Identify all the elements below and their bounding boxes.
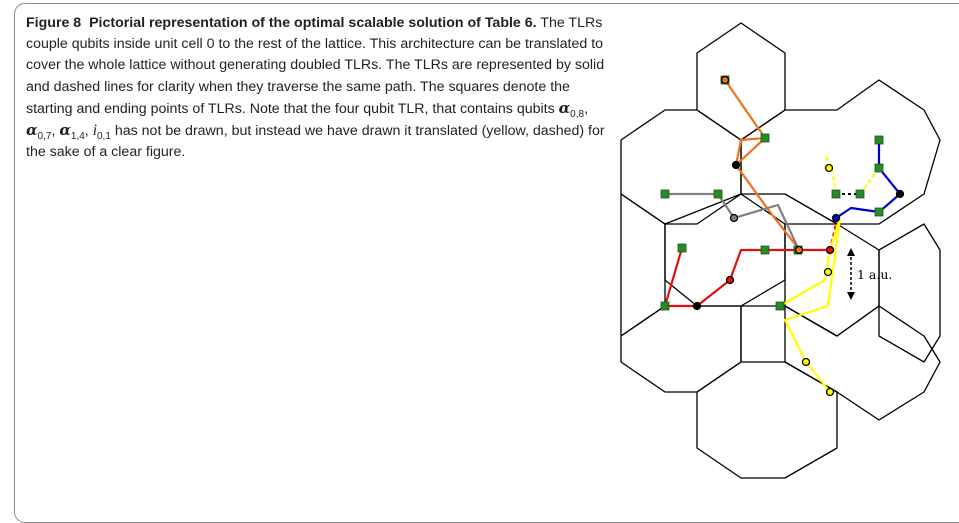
qubit-alpha-07: α0,7	[26, 121, 52, 142]
figure-caption: Figure 8 Pictorial representation of the…	[26, 15, 605, 161]
circle-marker	[692, 301, 702, 311]
hexagon-upper-right	[740, 79, 941, 225]
square-marker	[660, 189, 670, 199]
tlr-yellow-dash	[824, 154, 838, 195]
square-marker	[775, 301, 785, 311]
circle-marker	[720, 75, 730, 85]
square-marker	[874, 207, 884, 217]
square-marker	[874, 163, 884, 173]
circle-marker	[895, 189, 905, 199]
circle-marker	[731, 160, 741, 170]
circle-marker	[823, 267, 833, 277]
hexagon-left	[620, 193, 666, 337]
tlr-paths	[663, 79, 902, 393]
circle-marker	[825, 387, 835, 397]
tlr-red	[663, 247, 830, 308]
tlr-orange-2	[734, 136, 766, 166]
circle-marker	[725, 275, 735, 285]
circle-marker	[729, 213, 739, 223]
circle-marker	[831, 213, 841, 223]
hexagon-top	[696, 22, 786, 141]
circle-marker	[801, 357, 811, 367]
tlr-yellow	[779, 216, 842, 393]
arrow-head-up	[847, 248, 855, 256]
square-marker	[677, 243, 687, 253]
figure-label: Figure 8	[26, 15, 82, 31]
hexagon-far-right	[878, 223, 941, 363]
qubit-alpha-14: α1,4	[59, 121, 85, 142]
hexagon-lattice	[620, 22, 941, 479]
square-marker	[760, 133, 770, 143]
square-marker	[831, 189, 841, 199]
caption-body-end: has not be drawn, but instead we have dr…	[26, 123, 605, 161]
figure-title: Pictorial representation of the optimal …	[89, 15, 537, 31]
square-marker	[760, 245, 770, 255]
square-marker	[874, 135, 884, 145]
circle-marker	[825, 245, 835, 255]
qubit-alpha-08: α0,8	[558, 98, 585, 120]
arrow-head-down	[847, 292, 855, 300]
tlr-blue	[835, 140, 902, 219]
circle-marker	[824, 163, 834, 173]
qubit-i-01: i0,1	[92, 122, 111, 142]
hexagon-bottom	[696, 361, 838, 479]
square-marker	[855, 189, 865, 199]
hexagon-lower-left	[620, 305, 742, 393]
distance-indicator: 1 a.u.	[847, 248, 892, 300]
distance-label: 1 a.u.	[857, 267, 892, 282]
hexagon-lower-right	[784, 305, 941, 421]
circle-marker	[794, 245, 804, 255]
square-marker	[713, 189, 723, 199]
caption-body: The TLRs couple qubits inside unit cell …	[26, 15, 605, 117]
tlr-endpoints-circles	[692, 75, 905, 397]
square-marker	[660, 301, 670, 311]
hexagonal-lattice-diagram: 1 a.u.	[620, 22, 941, 479]
